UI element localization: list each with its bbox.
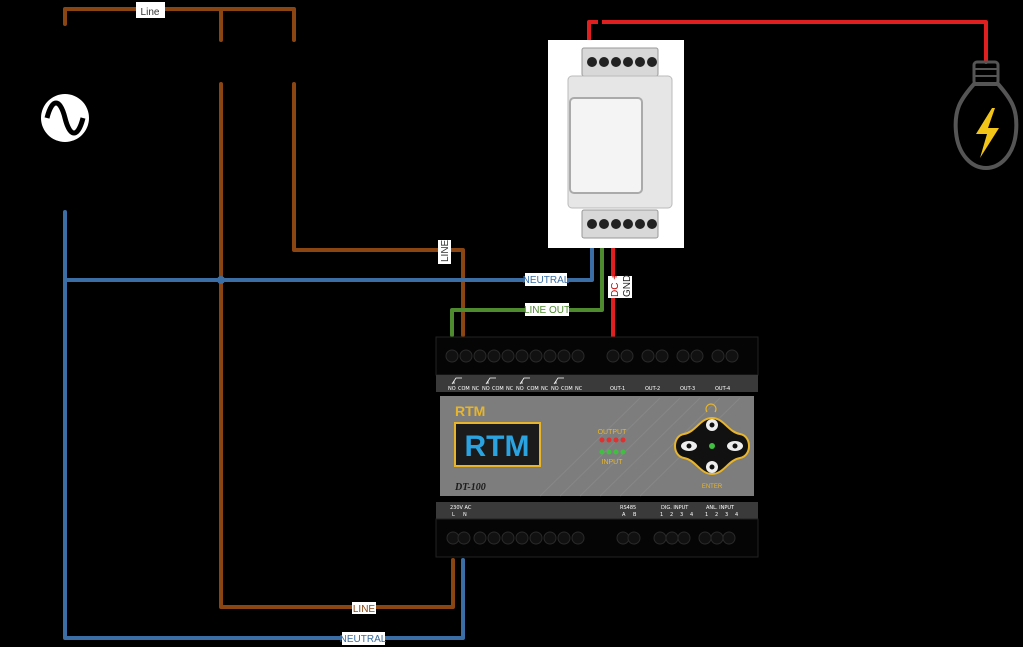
output-leds-label: OUTPUT — [598, 429, 628, 436]
terminal-label: NO — [448, 386, 456, 392]
output-labels: OUT-1 OUT-2 OUT-3 OUT-4 — [610, 386, 730, 392]
relay-symbols — [451, 377, 564, 385]
terminal-label: 4 — [690, 512, 693, 518]
terminal-label: COM — [492, 386, 504, 392]
wire-crossing-dot — [217, 276, 225, 284]
dig-input-label: DIG. INPUT — [661, 505, 689, 511]
label-bg — [136, 2, 165, 18]
terminal-label: NO — [516, 386, 524, 392]
line-bottom-label: LINE — [353, 604, 376, 615]
relay-bottom-screws — [587, 219, 657, 229]
terminal-label: OUT-4 — [715, 386, 730, 392]
input-leds-label: INPUT — [602, 459, 624, 466]
relay-top-screws — [587, 57, 657, 67]
label-bg — [608, 276, 620, 298]
gnd-label: GND — [622, 275, 633, 297]
output-leds — [599, 437, 626, 443]
terminal-label: 1 — [705, 512, 708, 518]
keypad-right-button[interactable] — [727, 441, 743, 451]
input-leds — [599, 449, 626, 455]
relay-window — [569, 97, 643, 194]
terminal-label: NC — [575, 386, 583, 392]
rtm-device: NO COM NC NO COM NC NO COM NC NO COM NC … — [435, 336, 759, 558]
back-icon — [705, 403, 717, 413]
label-bg — [352, 602, 376, 614]
terminal-label: L — [452, 512, 455, 518]
power-label: 230V AC — [450, 505, 472, 511]
keypad — [674, 403, 750, 476]
label-bg — [342, 632, 385, 645]
line-vertical-label: LINE — [440, 239, 451, 262]
terminal-label: NO — [551, 386, 559, 392]
neutral-bottom-label: NEUTRAL — [340, 634, 387, 645]
line-wires — [63, 7, 465, 609]
light-bulb-icon — [953, 60, 1019, 171]
neutral-wires — [63, 210, 594, 640]
brand-small: RTM — [455, 403, 485, 419]
ac-source-icon — [41, 94, 89, 142]
terminal-label: NC — [541, 386, 549, 392]
terminal-label: 3 — [680, 512, 683, 518]
enter-label: ENTER — [702, 484, 723, 490]
display-screen — [454, 422, 541, 467]
terminal-label: COM — [458, 386, 470, 392]
terminal-label: 4 — [735, 512, 738, 518]
terminal-label: 1 — [660, 512, 663, 518]
anl-input-label: ANL. INPUT — [706, 505, 735, 511]
keypad-center-led — [709, 443, 715, 449]
bolt-icon — [976, 108, 999, 158]
relay-module — [548, 40, 684, 248]
terminal-label: COM — [527, 386, 539, 392]
label-bg — [525, 303, 569, 316]
bottom-label-strip — [436, 502, 758, 519]
neutral-mid-label: NEUTRAL — [523, 275, 570, 286]
keypad-up-button[interactable] — [706, 419, 718, 431]
terminal-label: N — [463, 512, 467, 518]
terminal-label: NC — [472, 386, 480, 392]
terminal-label: OUT-3 — [680, 386, 695, 392]
label-bg — [525, 273, 567, 286]
terminal-label: NC — [506, 386, 514, 392]
label-bg — [620, 276, 632, 298]
terminal-label: 3 — [725, 512, 728, 518]
terminal-label: 2 — [670, 512, 673, 518]
top-label-strip — [436, 375, 758, 392]
rs485-label: RS485 — [620, 505, 636, 511]
line-top-label: Line — [141, 7, 160, 18]
keypad-left-button[interactable] — [681, 441, 697, 451]
terminal-label: A — [622, 512, 626, 518]
terminal-label: 2 — [715, 512, 718, 518]
terminal-label: COM — [561, 386, 573, 392]
line-out-label: LINE OUT — [524, 305, 570, 316]
brand-big: RTM — [465, 430, 530, 463]
terminal-label: B — [633, 512, 637, 518]
relay-pin-labels: NO COM NC NO COM NC NO COM NC NO COM NC — [448, 386, 583, 392]
model-label: DT-100 — [454, 482, 486, 493]
label-bg — [438, 240, 451, 264]
terminal-label: OUT-1 — [610, 386, 625, 392]
terminal-label: OUT-2 — [645, 386, 660, 392]
dc-plus-label: DC + — [610, 274, 621, 297]
keypad-down-button[interactable] — [706, 461, 718, 473]
terminal-label: NO — [482, 386, 490, 392]
